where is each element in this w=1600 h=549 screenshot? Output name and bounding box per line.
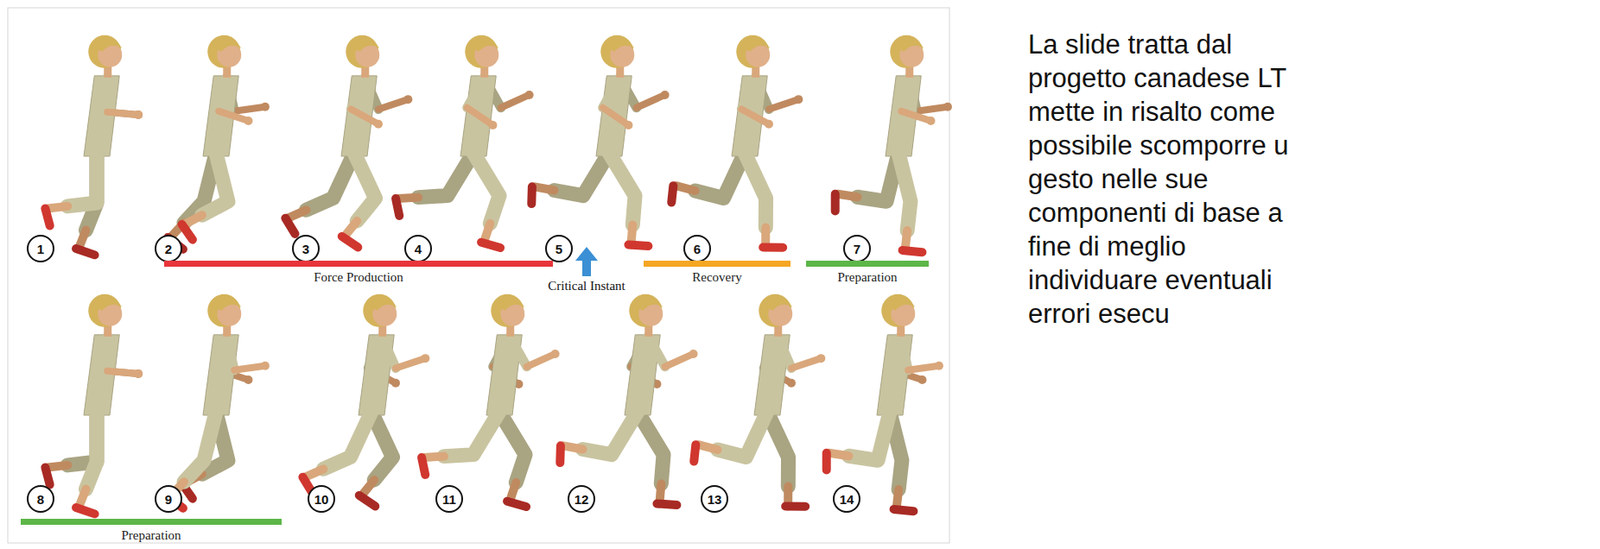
step-number: 10 [307, 485, 336, 514]
callout-number: 6 [693, 242, 701, 256]
step-number: 2 [154, 234, 183, 263]
phase-name: Recovery [643, 270, 791, 286]
callout-number: 1 [37, 242, 45, 256]
phase-marker: Critical Instant [546, 279, 628, 294]
runner-figure [167, 35, 270, 250]
callout-number: 3 [302, 242, 310, 256]
step-number: 13 [700, 485, 729, 514]
callout-number: 12 [574, 493, 590, 507]
runner-figure [835, 35, 953, 253]
image-frame [7, 7, 950, 544]
callout-number: 8 [37, 493, 45, 507]
callout-number: 5 [555, 242, 563, 256]
phase-bar: Preparation [806, 260, 929, 286]
runner-figure [531, 35, 669, 247]
step-number: 1 [26, 234, 55, 263]
phase-strip [164, 260, 553, 267]
step-number: 12 [567, 485, 596, 514]
phase-strip [643, 260, 791, 267]
runner-figure [395, 35, 534, 248]
runner-figure [693, 294, 826, 508]
runner-figure [559, 294, 698, 506]
step-number: 7 [843, 234, 871, 263]
callout-number: 13 [707, 493, 723, 507]
step-number: 3 [292, 234, 320, 263]
step-number: 6 [683, 234, 712, 263]
phase-strip [20, 519, 282, 526]
phase-name: Preparation [806, 270, 929, 286]
phase-bar: Force Production [164, 260, 553, 286]
callout-number: 7 [853, 242, 861, 256]
callout-number: 10 [314, 493, 330, 507]
step-number: 14 [832, 485, 861, 514]
critical-arrow [575, 247, 598, 277]
callout-number: 4 [414, 242, 422, 256]
step-number: 8 [26, 485, 55, 514]
callout-number: 9 [165, 493, 172, 507]
step-number: 11 [435, 485, 464, 514]
step-number: 4 [404, 234, 432, 263]
step-number: 5 [545, 234, 573, 263]
note-text: La slide tratta dal progetto canadese LT… [1028, 27, 1318, 331]
callout-number: 2 [165, 242, 172, 256]
phase-name: Preparation [20, 528, 282, 544]
step-number: 9 [154, 485, 183, 514]
phase-bar: Recovery [643, 260, 791, 286]
runner-figure [302, 294, 430, 508]
callout-number: 14 [839, 493, 855, 507]
phase-bar: Preparation [20, 519, 282, 544]
runner-figure [167, 294, 270, 509]
runner-figure [421, 294, 560, 508]
phase-strip [806, 260, 929, 267]
runner-figure [671, 35, 803, 248]
runner-figures [44, 35, 953, 515]
callout-number: 11 [442, 493, 457, 507]
runner-figure [44, 294, 143, 515]
phase-name: Force Production [164, 270, 553, 286]
runner-figure [826, 294, 944, 512]
runner-figure [44, 35, 143, 256]
runner-figure [285, 35, 413, 248]
